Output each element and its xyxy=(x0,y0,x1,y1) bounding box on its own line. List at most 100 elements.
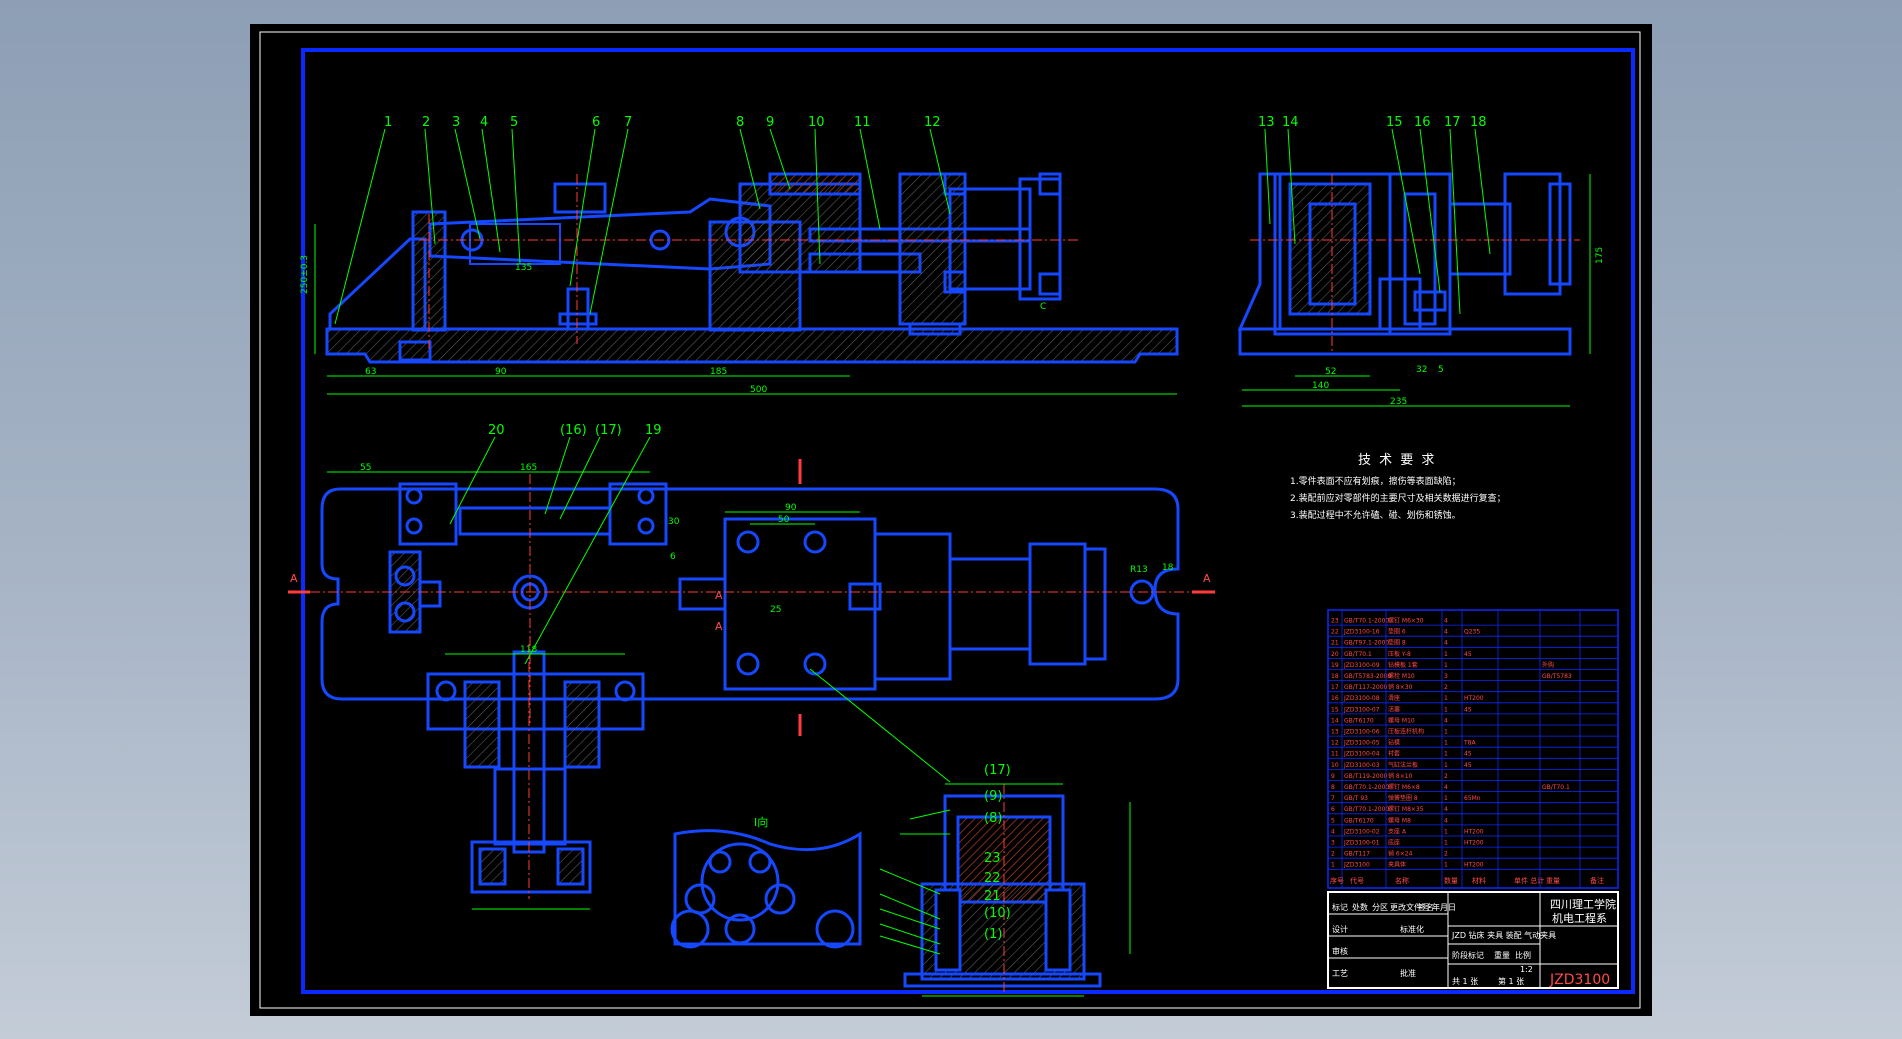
balloon-labels-lower: (17) (9) (8) 23 22 21 (10) (1) xyxy=(984,763,1011,942)
bom-cell: GB/T70.1-2000 xyxy=(1344,806,1389,813)
plan-centerlines xyxy=(310,474,1190,724)
dim-52: 52 xyxy=(1325,367,1336,377)
balloon-6: 6 xyxy=(592,115,600,130)
front-centerlines xyxy=(420,174,1080,349)
dim-25: 25 xyxy=(770,605,781,615)
balloon-9b: (9) xyxy=(984,789,1002,804)
dim-185: 185 xyxy=(710,367,727,377)
balloon-10b: (10) xyxy=(984,906,1011,921)
tb-approve: 批准 xyxy=(1400,968,1416,978)
bom-cell: 1 xyxy=(1444,740,1448,747)
tb-row-count: 处数 xyxy=(1352,902,1368,912)
dim-500: 500 xyxy=(750,385,767,395)
dim-r13: R13 xyxy=(1130,565,1148,575)
bom-cell: GB/T70.1 xyxy=(1344,651,1372,658)
bom-cell: JZD3100-03 xyxy=(1343,762,1380,769)
bom-cell: GB/T119-2000 xyxy=(1344,773,1388,780)
bom-cell: HT200 xyxy=(1464,862,1484,869)
tb-std: 标准化 xyxy=(1400,924,1424,934)
balloon-15: 15 xyxy=(1386,115,1403,130)
balloon-17c: (17) xyxy=(984,763,1011,778)
bom-cell: 钻模 xyxy=(1388,739,1400,747)
dim-90: 90 xyxy=(495,367,507,377)
balloon-3: 3 xyxy=(452,115,460,130)
bom-cell: GB/T70.1-2000 xyxy=(1344,784,1389,791)
bom-cell: 底座 xyxy=(1388,839,1400,847)
balloon-labels-top: 1 2 3 4 5 6 7 8 9 10 11 12 13 14 15 16 1… xyxy=(384,115,1487,130)
dimension-lines xyxy=(314,174,1591,997)
bom-cell: GB/T97.1-2000 xyxy=(1344,640,1389,647)
balloon-8: 8 xyxy=(736,115,744,130)
tech-item-1: 1.零件表面不应有划痕，擦伤等表面缺陷； xyxy=(1290,475,1461,487)
bom-cell: JZD3100-09 xyxy=(1343,662,1380,669)
bom-cell: 销 8×30 xyxy=(1388,683,1413,691)
tb-sheet-no: 第 1 张 xyxy=(1498,976,1524,986)
balloon-10: 10 xyxy=(808,115,825,130)
tb-row-zone: 分区 xyxy=(1372,903,1388,912)
dim-50: 50 xyxy=(778,515,790,525)
bom-cell: 13 xyxy=(1331,729,1339,736)
balloon-17b: (17) xyxy=(595,423,622,438)
bom-cell: 1 xyxy=(1444,762,1448,769)
bom-cell: 11 xyxy=(1331,751,1339,758)
balloon-17: 17 xyxy=(1444,115,1461,130)
dim-118: 118 xyxy=(520,645,537,655)
tb-craft: 工艺 xyxy=(1332,969,1348,978)
balloon-18: 18 xyxy=(1470,115,1487,130)
balloon-16: 16 xyxy=(1414,115,1431,130)
tb-drawing-no: JZD3100 xyxy=(1549,972,1610,988)
bom-cell: JZD3100-16 xyxy=(1343,629,1380,636)
bom-cell: 4 xyxy=(1444,784,1448,791)
bom-cell: 4 xyxy=(1444,618,1448,625)
bom-cell: 3 xyxy=(1331,840,1335,847)
bom-cell: JZD3100-01 xyxy=(1343,840,1380,847)
outer-frame xyxy=(259,31,1641,1009)
bom-cell: 衬套 xyxy=(1388,750,1400,758)
bom-cell: 1 xyxy=(1444,828,1448,835)
bom-cell: 17 xyxy=(1331,684,1339,691)
bom-cell: 螺钉 M6×8 xyxy=(1388,783,1420,791)
bom-cell: 23 xyxy=(1331,618,1339,625)
bom-cell: 9 xyxy=(1331,773,1335,780)
balloon-11: 11 xyxy=(854,115,871,130)
balloon-22: 22 xyxy=(984,871,1001,886)
bom-cell: 4 xyxy=(1444,817,1448,824)
tb-row-mark: 标记 xyxy=(1332,902,1348,912)
dim-6: 6 xyxy=(670,552,676,562)
balloon-7: 7 xyxy=(624,115,632,130)
bom-cell: GB/T6170 xyxy=(1344,817,1374,824)
bom-cell: Q235 xyxy=(1464,629,1480,636)
bom-cell: 4 xyxy=(1444,640,1448,647)
bom-cell: 夹具体 xyxy=(1388,861,1406,869)
dim-30: 30 xyxy=(668,517,680,527)
balloon-labels-mid: 20 (16) (17) 19 xyxy=(488,423,662,438)
bom-header-cell: 数量 xyxy=(1444,876,1458,885)
bom-cell: 滑座 xyxy=(1388,694,1400,702)
bom-cell: 2 xyxy=(1331,851,1335,858)
dim-5: 5 xyxy=(1438,365,1444,375)
bom-cell: 1 xyxy=(1444,751,1448,758)
bom-cell: HT200 xyxy=(1464,840,1484,847)
tb-scale: 比例 xyxy=(1515,950,1531,960)
bom-cell: 1 xyxy=(1444,840,1448,847)
bom-cell: JZD3100-07 xyxy=(1343,706,1380,713)
balloon-19: 19 xyxy=(645,423,662,438)
balloon-1: 1 xyxy=(384,115,392,130)
dim-175: 175 xyxy=(1595,247,1605,264)
dim-135: 135 xyxy=(515,263,532,273)
bom-cell: 销 6×24 xyxy=(1388,850,1413,858)
bom-cell: 2 xyxy=(1444,851,1448,858)
cad-drawing: 1 2 3 4 5 6 7 8 9 10 11 12 13 14 15 16 1… xyxy=(259,31,1641,1009)
bom-cell: 19 xyxy=(1331,662,1339,669)
bom-cell: 1 xyxy=(1444,862,1448,869)
front-view xyxy=(325,172,1179,364)
bom-cell: 45 xyxy=(1464,751,1472,758)
balloon-5: 5 xyxy=(510,115,518,130)
bom-cell: 4 xyxy=(1444,629,1448,636)
leader-lines xyxy=(334,128,1491,955)
bom-cell: GB/T 93 xyxy=(1344,795,1368,802)
balloon-9: 9 xyxy=(766,115,774,130)
dim-165: 165 xyxy=(520,463,537,473)
bom-cell: 垫圈 6 xyxy=(1388,628,1406,636)
